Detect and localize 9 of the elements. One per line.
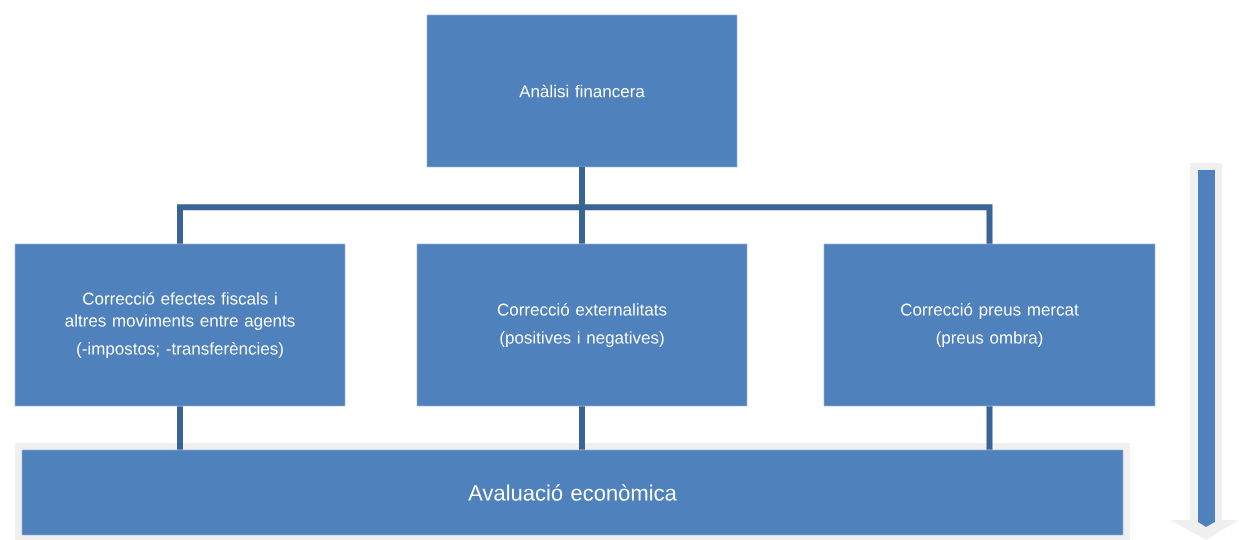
connector-line <box>177 406 183 450</box>
connector-line <box>579 406 585 450</box>
connector-line <box>579 167 993 244</box>
process-box: Avaluació econòmica <box>15 443 1130 540</box>
connector-line <box>986 406 993 450</box>
process-box: Correcció externalitats (positives i negatives) <box>416 243 748 407</box>
process-box: Correcció efectes fiscals i altres moviments entre agents (-impostos; -transferències) <box>14 243 346 407</box>
process-box: Anàlisi financera <box>426 14 738 168</box>
process-box: Correcció preus mercat (preus ombra) <box>823 243 1156 407</box>
